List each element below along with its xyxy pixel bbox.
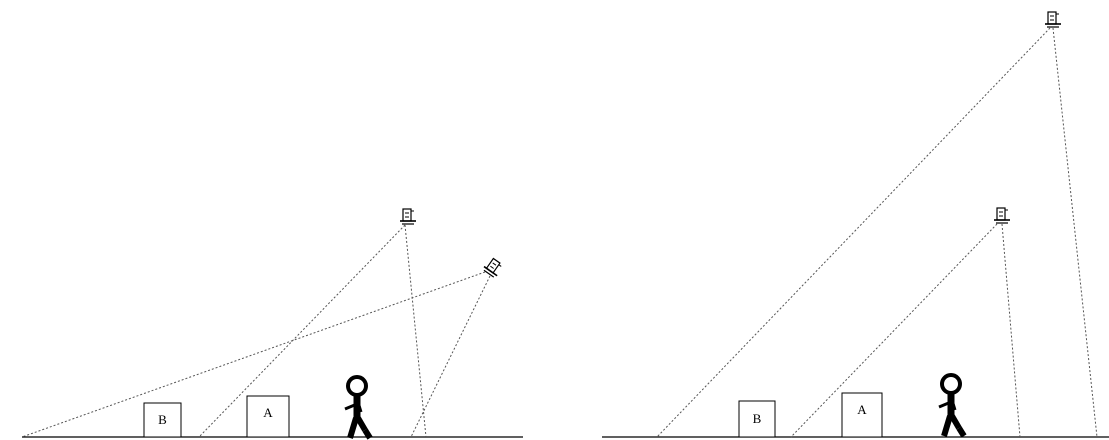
sight-line — [657, 28, 1050, 437]
camera-icon — [994, 208, 1010, 223]
box-label: A — [857, 402, 867, 417]
box-a: A — [842, 393, 882, 437]
sight-line — [411, 276, 490, 437]
camera-sight-lines — [657, 28, 1097, 437]
sight-line — [199, 225, 405, 437]
camera-icon — [1045, 12, 1061, 27]
camera-icon — [400, 209, 416, 224]
box-a: A — [247, 396, 289, 437]
sight-line — [405, 225, 426, 437]
scene-left: B A — [22, 209, 523, 438]
box-b: B — [739, 401, 775, 437]
sight-line — [1053, 28, 1097, 437]
person-icon — [939, 375, 964, 436]
scene-right: B A — [602, 12, 1109, 437]
sight-line — [791, 224, 997, 437]
sight-line — [1002, 224, 1020, 437]
box-b: B — [144, 403, 181, 437]
box-label: B — [753, 411, 762, 426]
box-label: A — [263, 405, 273, 420]
person-icon — [345, 377, 370, 438]
camera-icon — [482, 257, 504, 278]
box-label: B — [158, 412, 167, 427]
